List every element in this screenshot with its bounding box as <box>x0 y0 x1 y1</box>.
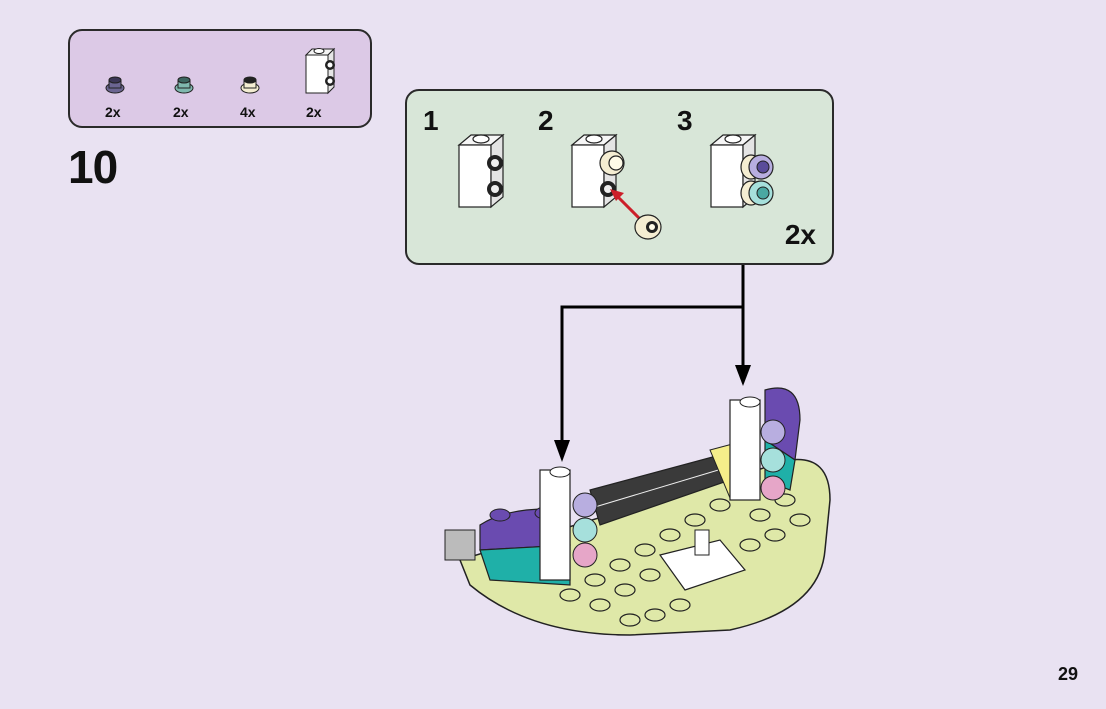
teal-plate <box>760 447 786 473</box>
substep-3-brick-icon <box>709 133 774 209</box>
right-white-brick <box>729 399 761 501</box>
substep-2-brick-icon <box>570 133 662 240</box>
parts-list-box: 2x 2x 4x 2x <box>68 29 372 128</box>
substep-multiplier: 2x <box>784 219 816 250</box>
part-teal-round-plate-icon <box>174 76 194 94</box>
part-quantity: 2x <box>173 104 189 120</box>
part-purple-round-plate-icon <box>105 76 125 94</box>
arrowhead-left-icon <box>554 440 570 462</box>
bar-holder <box>694 529 710 556</box>
step-number: 10 <box>68 141 118 193</box>
pink-plate <box>760 475 786 501</box>
left-white-brick <box>539 469 571 581</box>
pink-plate <box>572 542 598 568</box>
part-quantity: 2x <box>306 104 322 120</box>
part-cream-round-plate-icon <box>240 76 260 94</box>
substep-1-brick-icon <box>457 133 505 209</box>
purple-plate <box>572 492 598 518</box>
part-quantity: 4x <box>240 104 256 120</box>
purple-plate <box>760 419 786 445</box>
substep-number: 2 <box>538 105 554 136</box>
page-number: 29 <box>1057 664 1078 684</box>
teal-plate <box>572 517 598 543</box>
clip-piece <box>444 529 476 561</box>
arrowhead-right-icon <box>735 365 751 386</box>
substep-number: 3 <box>677 105 693 136</box>
part-white-brick-studs-side-icon <box>304 47 336 95</box>
callout-line-left <box>560 305 743 452</box>
substep-number: 1 <box>423 105 439 136</box>
main-model-illustration <box>444 387 831 636</box>
part-quantity: 2x <box>105 104 121 120</box>
subassembly-box: 1 2 3 2x <box>405 89 834 265</box>
